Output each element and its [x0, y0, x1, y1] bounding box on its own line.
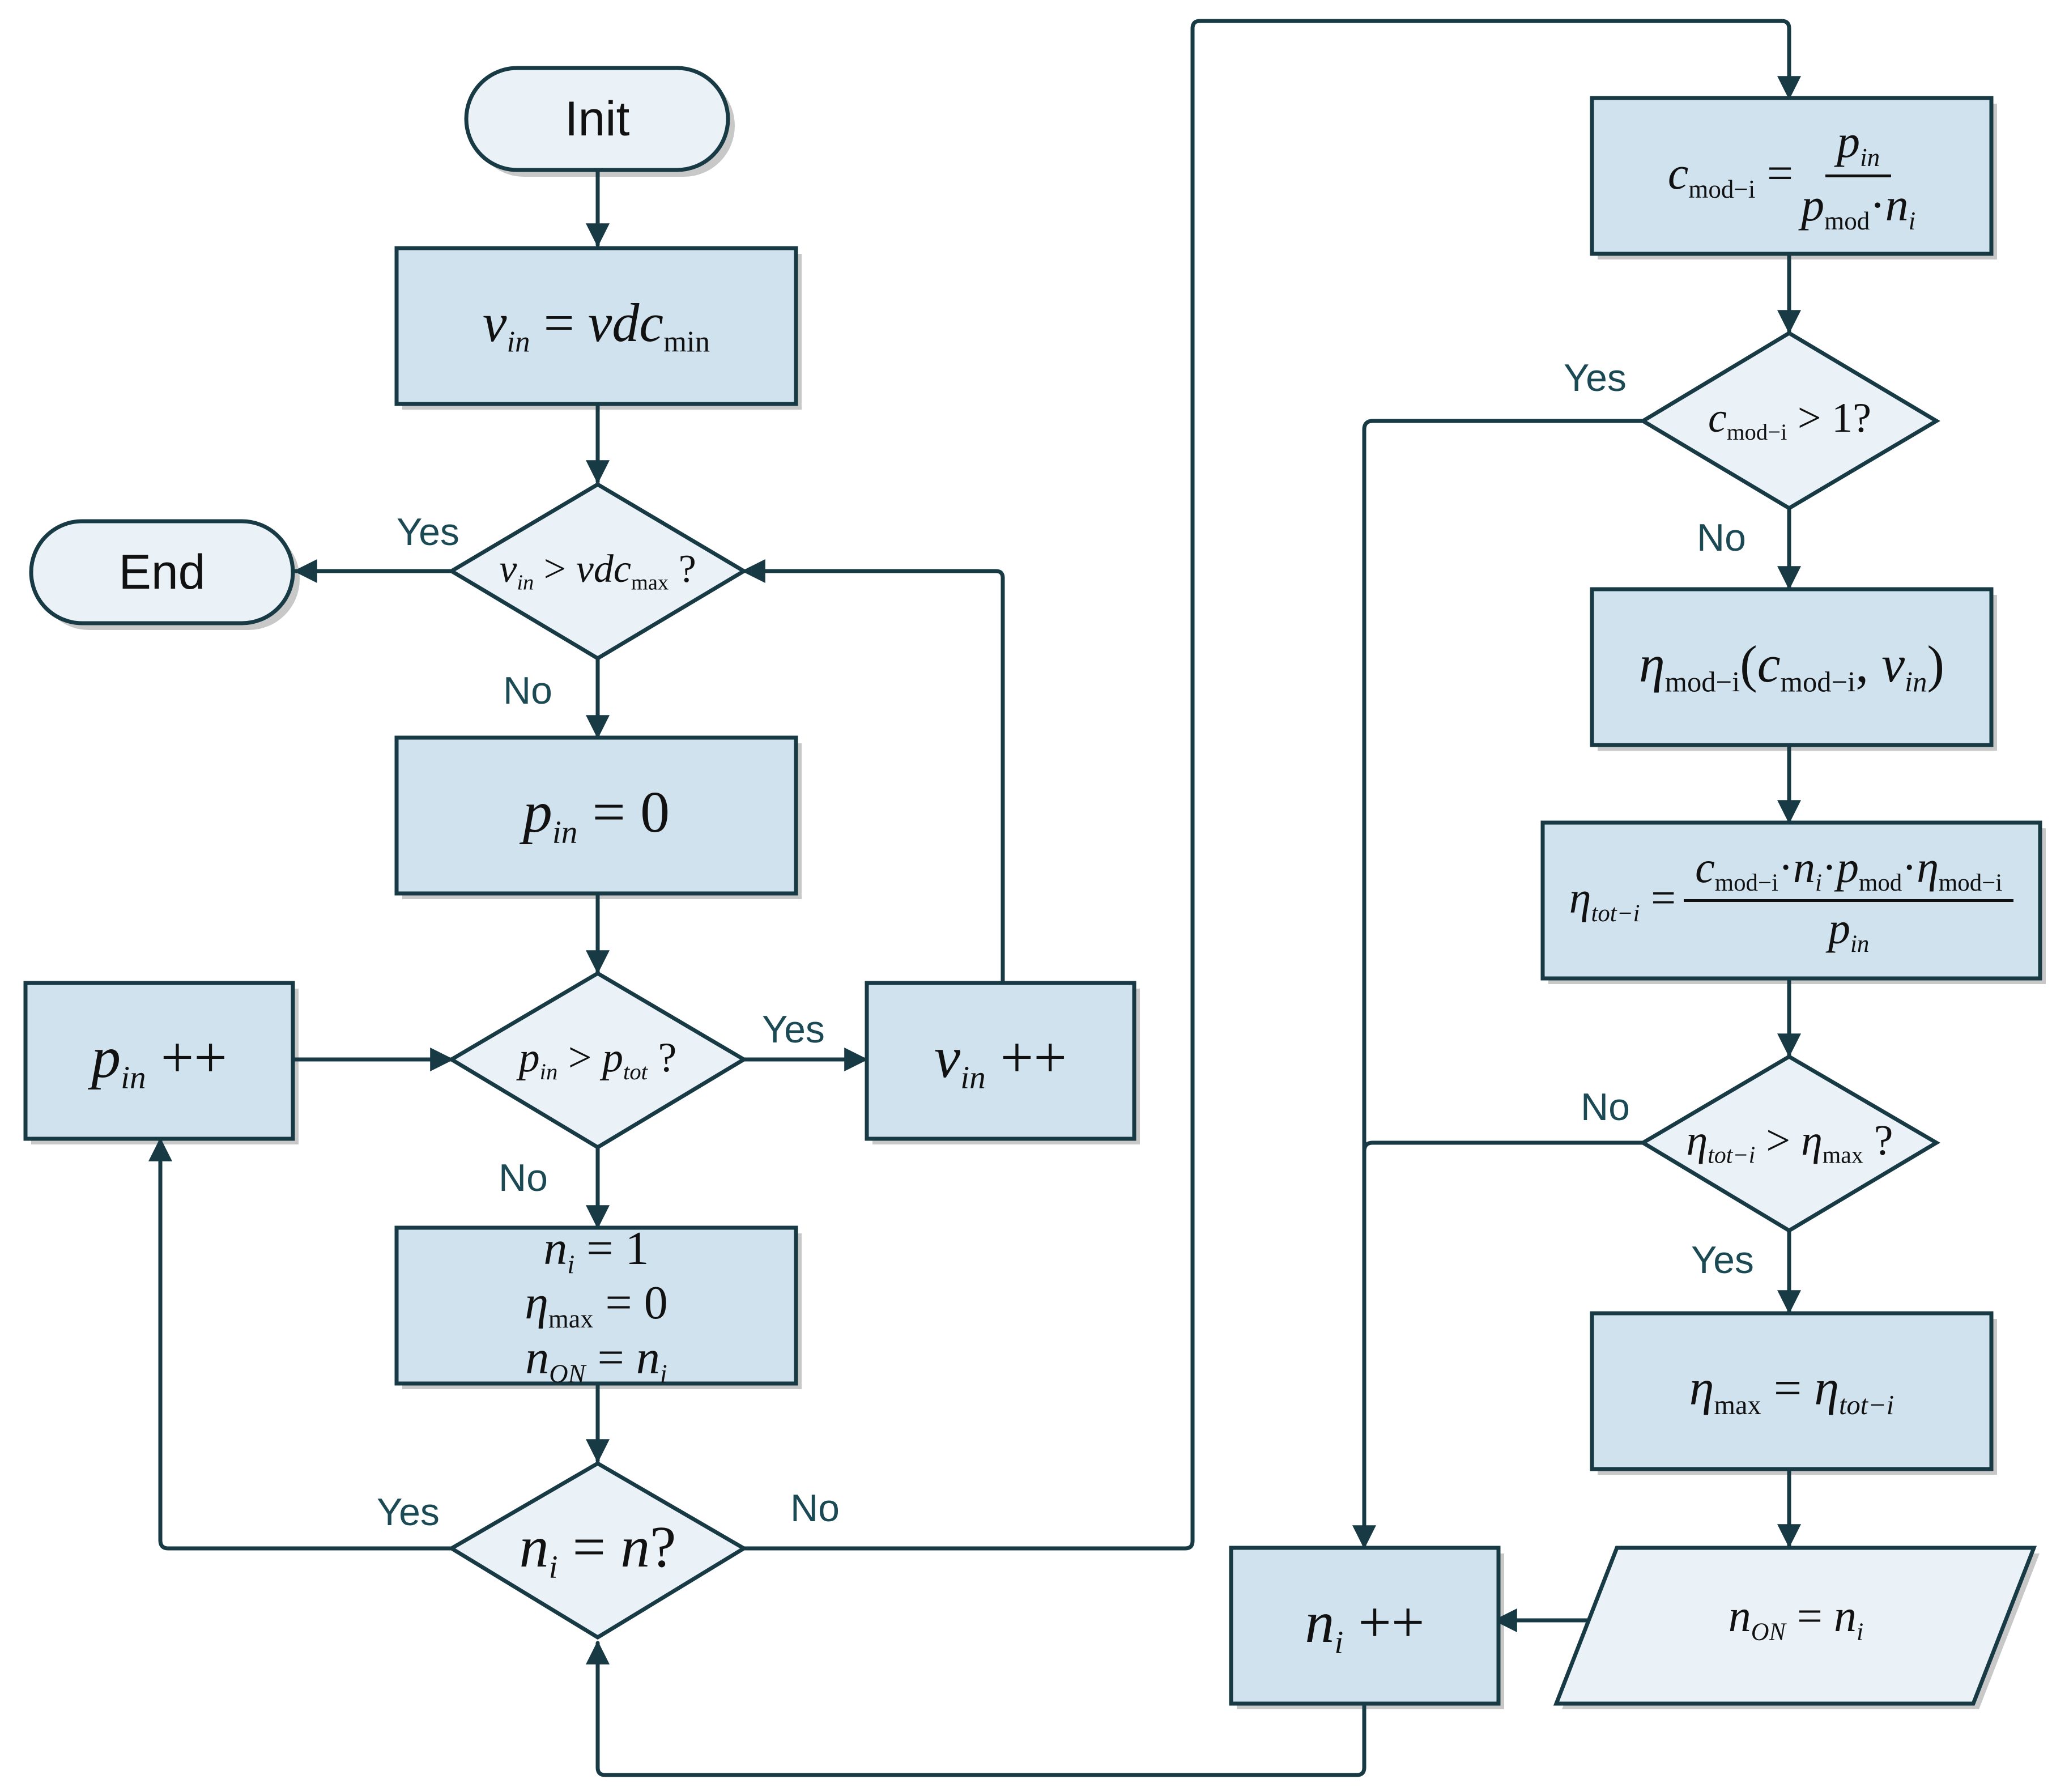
ni-inc-box: [1229, 1546, 1501, 1706]
cmod-box: [1590, 96, 1994, 256]
pin-check-diamond: [448, 971, 748, 1150]
init-line-non: nON = ni: [525, 1331, 667, 1388]
cmod-equation: cmod−i = pin pmod·ni: [1667, 115, 1916, 235]
vin-check-condition: vin > vdcmax ?: [499, 547, 696, 595]
edge-ni-check-yes-to-pin-inc: [148, 1137, 454, 1551]
vin-init-box: [394, 246, 798, 406]
cmod-check-diamond: [1639, 330, 1940, 511]
init-line-eta: ηmax = 0: [525, 1276, 668, 1334]
init-line-ni: ni = 1: [543, 1221, 649, 1279]
eta-mod-box: [1590, 587, 1994, 747]
label-yes-eta: Yes: [1691, 1238, 1754, 1282]
output-equation: nON = ni: [1728, 1591, 1864, 1646]
ni-inc-equation: ni ++: [1305, 1589, 1425, 1661]
label-yes-end: Yes: [397, 510, 459, 554]
label-yes-pin: Yes: [762, 1008, 825, 1051]
label-no-eta: No: [1581, 1086, 1630, 1129]
label-no-cmod: No: [1697, 516, 1746, 559]
init-terminal: Init: [564, 91, 630, 146]
eta-check-diamond: [1639, 1054, 1940, 1233]
init-vars-box: [394, 1225, 798, 1386]
edge-ni-inc-to-ni-check: [586, 1640, 1366, 1777]
init-vars-equations: ni = 1 ηmax = 0 nON = ni: [397, 1223, 796, 1387]
vin-inc-equation: vin ++: [934, 1024, 1067, 1096]
eta-check-condition: ηtot−i > ηmax ?: [1686, 1117, 1893, 1169]
ni-check-condition: ni = n?: [519, 1514, 676, 1585]
label-yes-ni: Yes: [377, 1491, 440, 1534]
label-no-ni: No: [790, 1487, 840, 1530]
label-no-pin: No: [499, 1156, 548, 1199]
pin-inc-equation: pin ++: [91, 1024, 227, 1096]
edge-ni-check-no-to-cmod: [742, 19, 1801, 1551]
vin-init-equation: vin = vdcmin: [482, 292, 710, 359]
cmod-check-condition: cmod−i > 1?: [1708, 395, 1872, 445]
ni-check-diamond: [448, 1461, 748, 1640]
pin-init-equation: pin = 0: [522, 779, 670, 850]
end-terminal-shape: [29, 519, 295, 625]
label-no-vin: No: [503, 669, 552, 712]
edge-cmod-check-yes-to-ni-inc: [1352, 419, 1645, 1550]
pin-init-box: [394, 735, 798, 896]
label-yes-cmod: Yes: [1564, 356, 1627, 399]
eta-tot-equation: ηtot−i = cmod−i·ni·pmod·ηmod−i pin: [1543, 823, 2040, 978]
eta-max-set-box: [1590, 1311, 1994, 1471]
pin-inc-box: [23, 981, 295, 1141]
eta-max-set-equation: ηmax = ηtot−i: [1689, 1360, 1895, 1420]
end-terminal: End: [118, 544, 206, 599]
edge-eta-check-no-to-ni-inc: [1362, 1140, 1645, 1153]
eta-mod-equation: ηmod−i(cmod−i, vin): [1638, 635, 1945, 698]
edge-vin-inc-to-vin-check: [741, 559, 1005, 984]
output-parallelogram: [1553, 1546, 2037, 1706]
init-terminal-shape: [464, 66, 730, 172]
vin-inc-box: [865, 981, 1136, 1141]
vin-check-diamond: [448, 482, 748, 661]
pin-check-condition: pin > ptot ?: [518, 1035, 677, 1085]
